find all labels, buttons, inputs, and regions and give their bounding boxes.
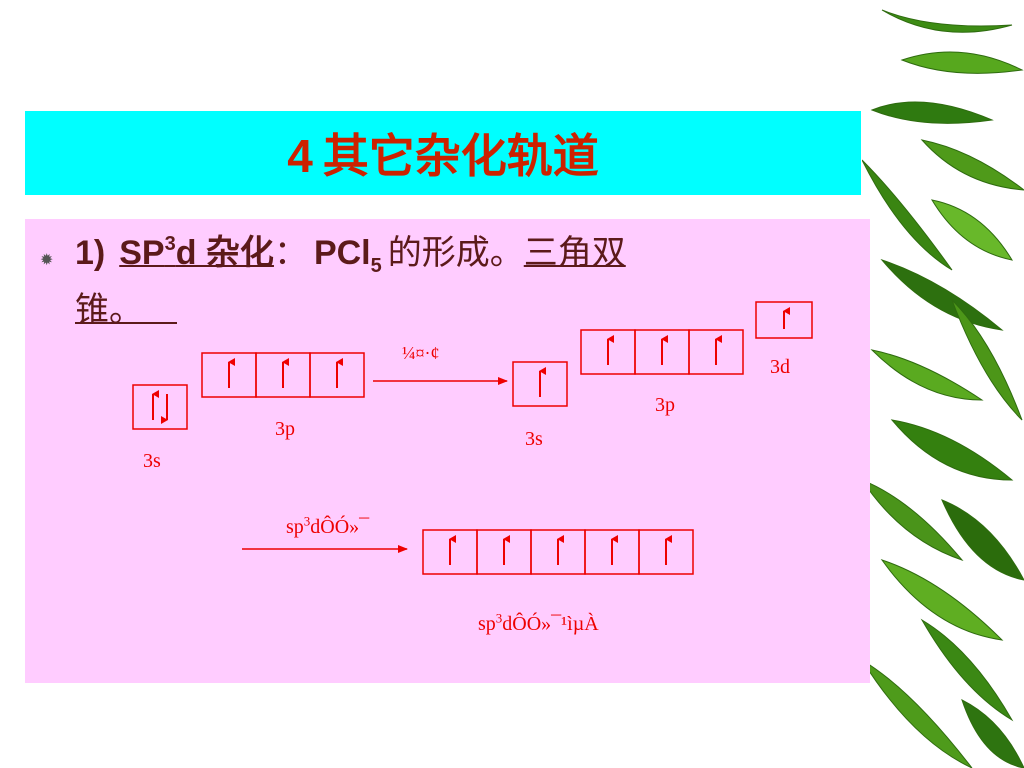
hybrid-type: SP3d 杂化: [119, 232, 274, 272]
label-ground-3p: 3p: [275, 418, 295, 440]
label-excited-3p: 3p: [655, 394, 675, 416]
title-text: 其它杂化轨道: [322, 129, 599, 183]
label-excited-3d: 3d: [770, 356, 790, 378]
formation-text: 的形成。: [387, 233, 524, 273]
bamboo-decoration: [862, 9, 1024, 768]
excited-3p-orbital-box: [688, 329, 744, 375]
ground-3s-orbital-box: [132, 384, 188, 430]
molecule-formula: PCl5: [313, 234, 382, 277]
hybrid-orbital-box: [638, 529, 694, 575]
shape-text-part1: 三角双: [523, 233, 626, 273]
label-excited-3s: 3s: [525, 428, 543, 450]
label-excitation: ¼¤·¢: [402, 343, 440, 363]
label-ground-3s: 3s: [143, 450, 161, 472]
label-hybridize: sp3dÔÓ»¯: [286, 513, 370, 538]
shape-text-part2: 锥。: [75, 290, 143, 330]
ground-3p-orbital-box: [309, 352, 365, 398]
title-number: 4: [287, 130, 313, 182]
item-index: 1): [75, 234, 106, 272]
asterisk-bullet-icon: ✹: [40, 250, 54, 269]
bullet-line-2: 锥。: [75, 293, 177, 327]
content-box: [25, 219, 870, 683]
excited-3s-orbital-box: [512, 361, 568, 407]
label-hybrid-orbitals: sp3dÔÓ»¯¹ìµÀ: [478, 610, 599, 635]
excited-3d-orbital-box: [755, 301, 813, 339]
